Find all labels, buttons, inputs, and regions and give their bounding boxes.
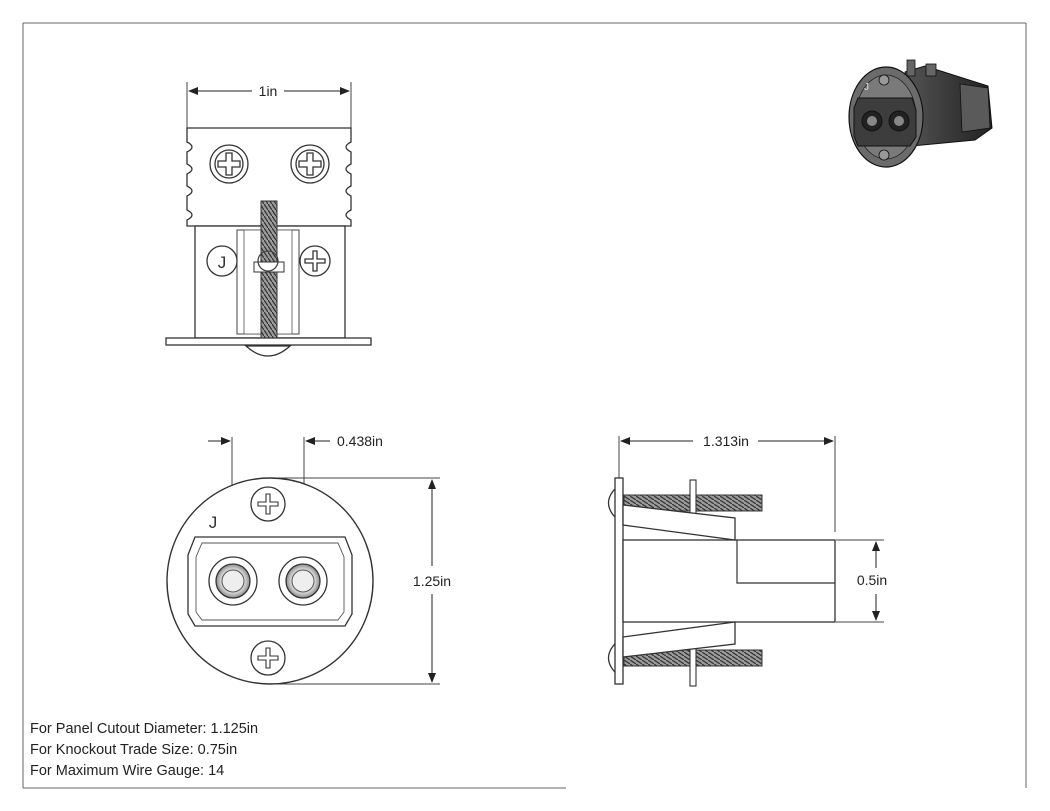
- height-dimension: 0.5in: [836, 539, 887, 623]
- side-flange: [614, 477, 624, 685]
- note-wire-gauge: For Maximum Wire Gauge: 14: [30, 763, 224, 779]
- note-knockout-size: For Knockout Trade Size: 0.75in: [30, 742, 237, 758]
- phillips-screw-icon: [250, 486, 286, 522]
- dim-diameter-label: 1.25in: [413, 573, 451, 589]
- pin-socket-left: [208, 556, 258, 606]
- dim-length-label: 1.313in: [703, 433, 749, 449]
- polarity-mark-top: J: [218, 253, 227, 272]
- note-panel-cutout: For Panel Cutout Diameter: 1.125in: [30, 721, 258, 737]
- isometric-view: J: [848, 59, 993, 168]
- top-view: 1in J: [165, 82, 372, 357]
- phillips-screw-icon: [250, 640, 286, 676]
- side-view: 1.313in 0.5in: [607, 433, 887, 687]
- dim-pin-spacing-label: 0.438in: [337, 433, 383, 449]
- dim-height-label: 0.5in: [857, 572, 887, 588]
- phillips-screw-icon: [209, 144, 249, 184]
- width-dimension: 1in: [186, 82, 352, 128]
- polarity-mark-iso: J: [864, 82, 869, 93]
- front-view: 0.438in 1.25in J: [166, 433, 451, 685]
- polarity-mark-front: J: [209, 513, 218, 532]
- length-dimension: 1.313in: [618, 433, 836, 532]
- pin-socket-right: [278, 556, 328, 606]
- diameter-dimension: 1.25in: [270, 477, 451, 685]
- spec-notes: For Panel Cutout Diameter: 1.125in For K…: [30, 721, 258, 779]
- side-body: [622, 539, 836, 623]
- phillips-screw-icon: [290, 144, 330, 184]
- phillips-screw-icon: [299, 245, 331, 277]
- dim-width-label: 1in: [259, 83, 278, 99]
- top-flange: [165, 337, 372, 346]
- sheet-border: [22, 22, 1027, 789]
